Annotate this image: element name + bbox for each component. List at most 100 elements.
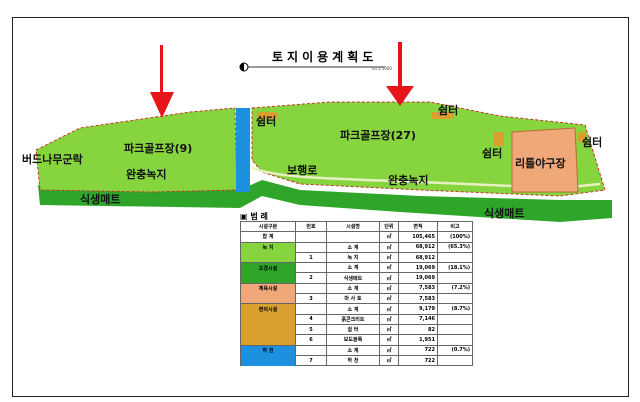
legend-cell: 4 (295, 313, 327, 325)
legend-cell: 편의시설 (240, 303, 296, 315)
little-league-field (511, 127, 579, 193)
legend-cell: 1 (295, 251, 327, 264)
legend-cell: 5 (295, 323, 327, 336)
legend-cell: ㎡ (379, 241, 399, 253)
legend-cell: 19,069 (398, 262, 438, 274)
legend-cell (437, 313, 473, 325)
legend-cell: 마 사 토 (326, 293, 380, 305)
legend-cell: 하 천 (240, 344, 296, 356)
legend-cell (240, 314, 296, 325)
legend-cell (437, 334, 473, 346)
label-mat-right: 식생매트 (484, 207, 525, 220)
legend-cell: 쉼 터 (326, 323, 380, 336)
legend-cell: 7 (295, 354, 327, 367)
legend-cell: 소 계 (326, 282, 380, 295)
label-birch: 버드나무군락 (22, 153, 83, 166)
legend-title: ▣ 범 례 (240, 212, 268, 221)
shelter-area (578, 132, 586, 142)
legend-cell: 조경시설 (240, 262, 296, 273)
legend-cell: 3 (295, 293, 327, 305)
legend-cell: (65.3%) (437, 241, 473, 253)
legend-cell (437, 272, 473, 284)
legend-cell: ㎡ (379, 354, 399, 367)
legend-cell (437, 293, 473, 305)
legend-cell: 19,069 (398, 272, 438, 284)
legend-cell: ㎡ (379, 262, 399, 274)
walkway-path (251, 166, 601, 190)
legend-cell: 체육시설 (240, 282, 296, 294)
label-shelter: 쉼터 (582, 136, 603, 149)
legend-cell: ㎡ (379, 293, 399, 305)
legend-cell: 녹 지 (326, 251, 380, 264)
label-buffer-left: 완충녹지 (126, 168, 167, 181)
legend-cell: ㎡ (379, 272, 399, 284)
label-mat-left: 식생매트 (80, 193, 121, 206)
legend-cell (240, 334, 296, 346)
legend-cell: 7,146 (398, 313, 438, 325)
legend-cell (240, 293, 296, 304)
legend-cell (295, 282, 327, 295)
legend-cell: (0.7%) (437, 344, 473, 356)
legend-cell: (7.2%) (437, 282, 473, 295)
legend-cell (437, 323, 473, 336)
river (236, 108, 250, 192)
legend-cell (295, 303, 327, 315)
legend-cell (240, 324, 296, 335)
legend-cell: 소 계 (326, 303, 380, 315)
legend-cell: 7,583 (398, 293, 438, 305)
legend-cell (240, 272, 296, 284)
legend-header: 단위 (379, 220, 399, 233)
label-shelter: 쉼터 (482, 147, 503, 160)
legend-cell: ㎡ (379, 231, 399, 243)
red-arrow-icon (150, 45, 174, 118)
legend-cell: ㎡ (379, 303, 399, 315)
legend-cell: ㎡ (379, 313, 399, 325)
legend-cell: 소 계 (326, 262, 380, 274)
legend-cell: 합 계 (240, 231, 296, 243)
map-title: 토지이용계획도 (272, 50, 378, 64)
legend-cell: 녹 지 (240, 241, 296, 253)
label-park-golf-9: 파크골프장(9) (124, 142, 193, 155)
shelter-area (494, 132, 504, 146)
legend-cell (295, 241, 327, 253)
legend-cell (240, 355, 296, 366)
legend-header: 번호 (295, 220, 327, 233)
label-park-golf-27: 파크골프장(27) (340, 129, 416, 142)
legend-cell: 722 (398, 344, 438, 356)
legend-cell (437, 251, 473, 264)
legend-cell: 722 (398, 354, 438, 367)
legend-cell: 하 천 (326, 354, 380, 367)
legend-cell (295, 262, 327, 274)
legend-cell: 7,583 (398, 282, 438, 295)
legend-header: 시설명 (326, 220, 380, 233)
map-scale: S=1:1000 (372, 66, 392, 71)
legend-cell (437, 354, 473, 367)
legend-cell: (8.7%) (437, 303, 473, 315)
label-shelter: 쉼터 (256, 115, 277, 128)
legend-cell (295, 344, 327, 356)
red-arrow-icon (386, 42, 414, 106)
legend-cell: ㎡ (379, 251, 399, 264)
top-border (12, 17, 629, 18)
label-little-league: 리틀야구장 (515, 157, 566, 170)
legend-cell: 82 (398, 323, 438, 336)
legend-cell: ㎡ (379, 323, 399, 336)
legend-cell (240, 252, 296, 263)
legend-cell: 소 계 (326, 344, 380, 356)
shelter-area (432, 112, 454, 119)
legend-cell: ㎡ (379, 334, 399, 346)
legend-header: 시설구분 (240, 220, 296, 233)
legend-cell: 9,179 (398, 303, 438, 315)
